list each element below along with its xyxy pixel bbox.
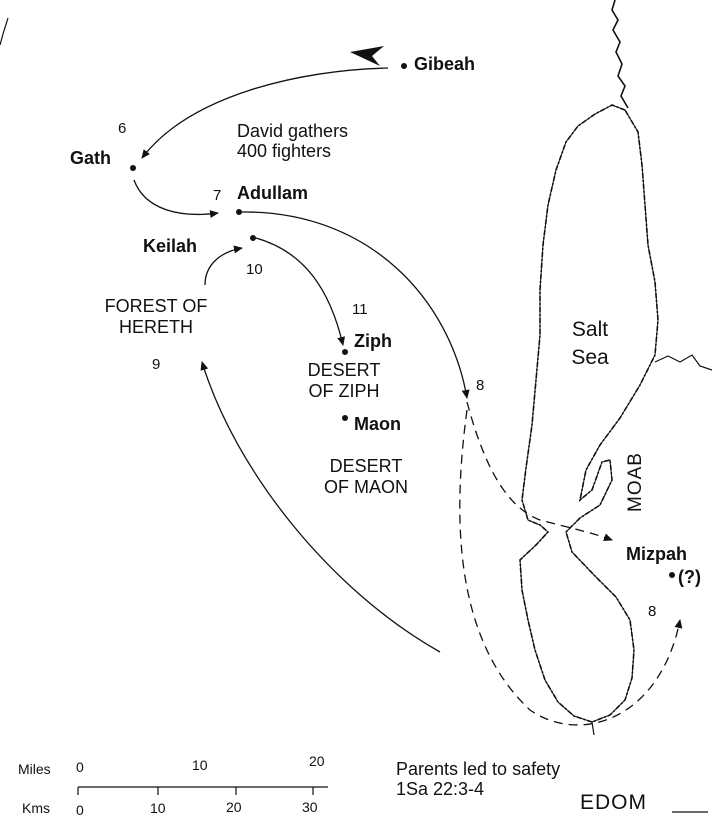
region-desert-of-ziph: DESERT OF ZIPH bbox=[298, 360, 390, 402]
scale-miles-tick: 0 bbox=[76, 759, 84, 775]
region-maon-line2: OF MAON bbox=[324, 477, 408, 497]
route-number-7: 7 bbox=[213, 187, 222, 204]
scale-miles-tick: 10 bbox=[192, 757, 208, 773]
region-moab: MOAB bbox=[625, 452, 646, 512]
place-mizpah-query: (?) bbox=[678, 567, 701, 587]
region-forest-of-hereth: FOREST OF HERETH bbox=[86, 296, 226, 338]
region-maon-line1: DESERT bbox=[329, 456, 403, 476]
route-forest-keilah bbox=[204, 245, 243, 286]
jordan-river bbox=[611, 0, 629, 109]
maon-dot bbox=[342, 415, 348, 421]
note-david-line1: David gathers bbox=[237, 121, 349, 141]
scale-miles-label: Miles bbox=[18, 761, 51, 777]
keilah-dot bbox=[250, 235, 256, 241]
route-number-8-mizpah: 8 bbox=[648, 603, 657, 620]
route-number-6: 6 bbox=[118, 120, 127, 137]
route-number-10: 10 bbox=[246, 261, 263, 278]
region-salt-sea: Salt Sea bbox=[560, 316, 620, 372]
region-ziph-line2: OF ZIPH bbox=[308, 381, 380, 401]
note-parents: Parents led to safety 1Sa 22:3-4 bbox=[396, 759, 560, 799]
place-gath: Gath bbox=[70, 148, 112, 168]
region-edom: EDOM bbox=[580, 791, 647, 814]
route-southern-loop bbox=[459, 409, 683, 726]
route-number-11: 11 bbox=[352, 301, 368, 318]
gath-dot bbox=[130, 165, 136, 171]
route-start-arrowhead bbox=[350, 46, 384, 66]
moab-stream bbox=[654, 354, 712, 371]
salt-sea-shore bbox=[519, 104, 659, 723]
note-david-gathers: David gathers 400 fighters bbox=[237, 121, 348, 161]
scale-kms-tick: 0 bbox=[76, 802, 84, 818]
scale-kms-tick: 20 bbox=[226, 799, 242, 815]
place-mizpah: Mizpah bbox=[626, 544, 687, 564]
route-number-9: 9 bbox=[152, 356, 161, 373]
region-ziph-line1: DESERT bbox=[307, 360, 381, 380]
region-forest-line1: FOREST OF bbox=[104, 296, 208, 316]
ziph-dot bbox=[342, 349, 348, 355]
scale-kms-tick: 10 bbox=[150, 800, 166, 816]
route-number-8-east: 8 bbox=[476, 377, 485, 394]
route-gibeah-gath bbox=[141, 67, 389, 159]
scale-miles-tick: 20 bbox=[309, 753, 325, 769]
place-gibeah: Gibeah bbox=[414, 54, 476, 74]
route-keilah-ziph bbox=[255, 237, 346, 346]
place-adullam: Adullam bbox=[237, 183, 309, 203]
route-adullam-east bbox=[239, 211, 470, 399]
mizpah-dot bbox=[669, 572, 675, 578]
place-keilah: Keilah bbox=[143, 236, 198, 256]
route-to-forest bbox=[200, 361, 441, 653]
scale-kms-label: Kms bbox=[22, 800, 50, 816]
place-maon: Maon bbox=[354, 414, 401, 434]
region-forest-line2: HERETH bbox=[118, 317, 193, 337]
salt-sea bbox=[519, 104, 659, 723]
edge-mark bbox=[0, 17, 9, 46]
note-parents-line1: Parents led to safety bbox=[396, 759, 561, 779]
gibeah-dot bbox=[401, 63, 407, 69]
note-david-line2: 400 fighters bbox=[237, 141, 332, 161]
place-ziph: Ziph bbox=[354, 331, 392, 351]
region-salt-sea-line1: Salt bbox=[571, 318, 609, 341]
note-parents-line2: 1Sa 22:3-4 bbox=[396, 779, 485, 799]
route-gath-adullam bbox=[133, 179, 219, 219]
region-salt-sea-line2: Sea bbox=[571, 346, 609, 369]
region-desert-of-maon: DESERT OF MAON bbox=[306, 456, 426, 498]
scale-kms-tick: 30 bbox=[302, 799, 318, 815]
adullam-dot bbox=[236, 209, 242, 215]
